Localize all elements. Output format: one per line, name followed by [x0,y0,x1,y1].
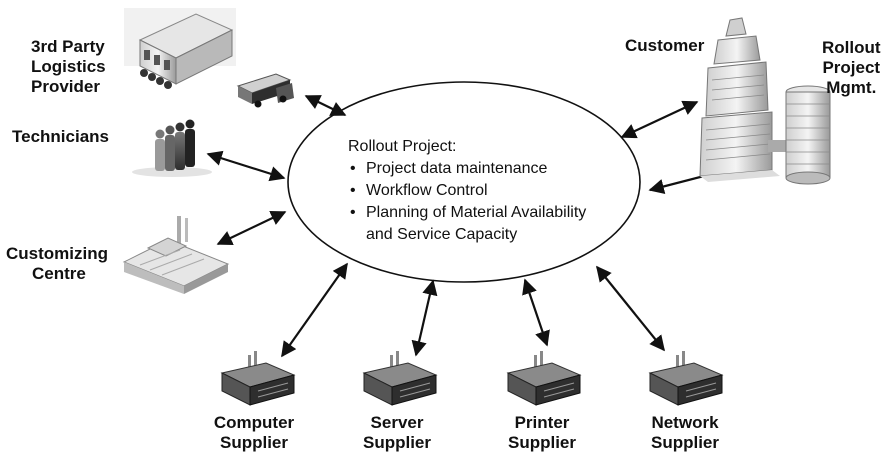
connection-arrows [206,95,768,358]
factory-icon [122,216,230,294]
warehouse-truck-icon [124,8,294,108]
arrow-customer [620,100,699,139]
bullet-item: Project data maintenance [348,158,648,180]
bullet-item: Workflow Control [348,180,648,202]
label-customer: Customer [625,36,705,55]
bullet-item: Planning of Material Availability [348,202,648,224]
label-technicians: Technicians [12,127,109,146]
label-computer-supplier: Computer Supplier [213,413,295,452]
rollout-project-description: Rollout Project: Project data maintenanc… [348,136,648,246]
label-customizing-centre: Customizing Centre [6,244,108,283]
arrow-computer [281,262,348,358]
factory-icon-printer [506,351,582,406]
arrow-server [411,279,438,357]
arrow-technicians [206,150,286,182]
label-printer-supplier: Printer Supplier [507,413,576,452]
people-icon [132,119,212,177]
label-network-supplier: Network Supplier [650,413,719,452]
factory-icon-network [648,351,724,406]
arrow-printer [522,278,550,347]
label-rollout-project-mgmt: Rollout Project Mgmt. [822,38,881,97]
supplier-factories [220,351,724,406]
label-3rd-party-logistics: 3rd Party Logistics Provider [31,37,106,96]
center-title: Rollout Project: [348,138,457,155]
label-server-supplier: Server Supplier [362,413,431,452]
center-bullet-list: Project data maintenance Workflow Contro… [348,158,648,224]
factory-icon-server [362,351,438,406]
bullet-continuation: and Service Capacity [366,226,518,243]
factory-icon-computer [220,351,296,406]
office-tower-icon [699,17,780,182]
arrow-customizing [216,211,287,245]
arrow-logistics [304,95,347,116]
round-tower-icon [768,85,831,185]
arrow-network [596,265,665,352]
